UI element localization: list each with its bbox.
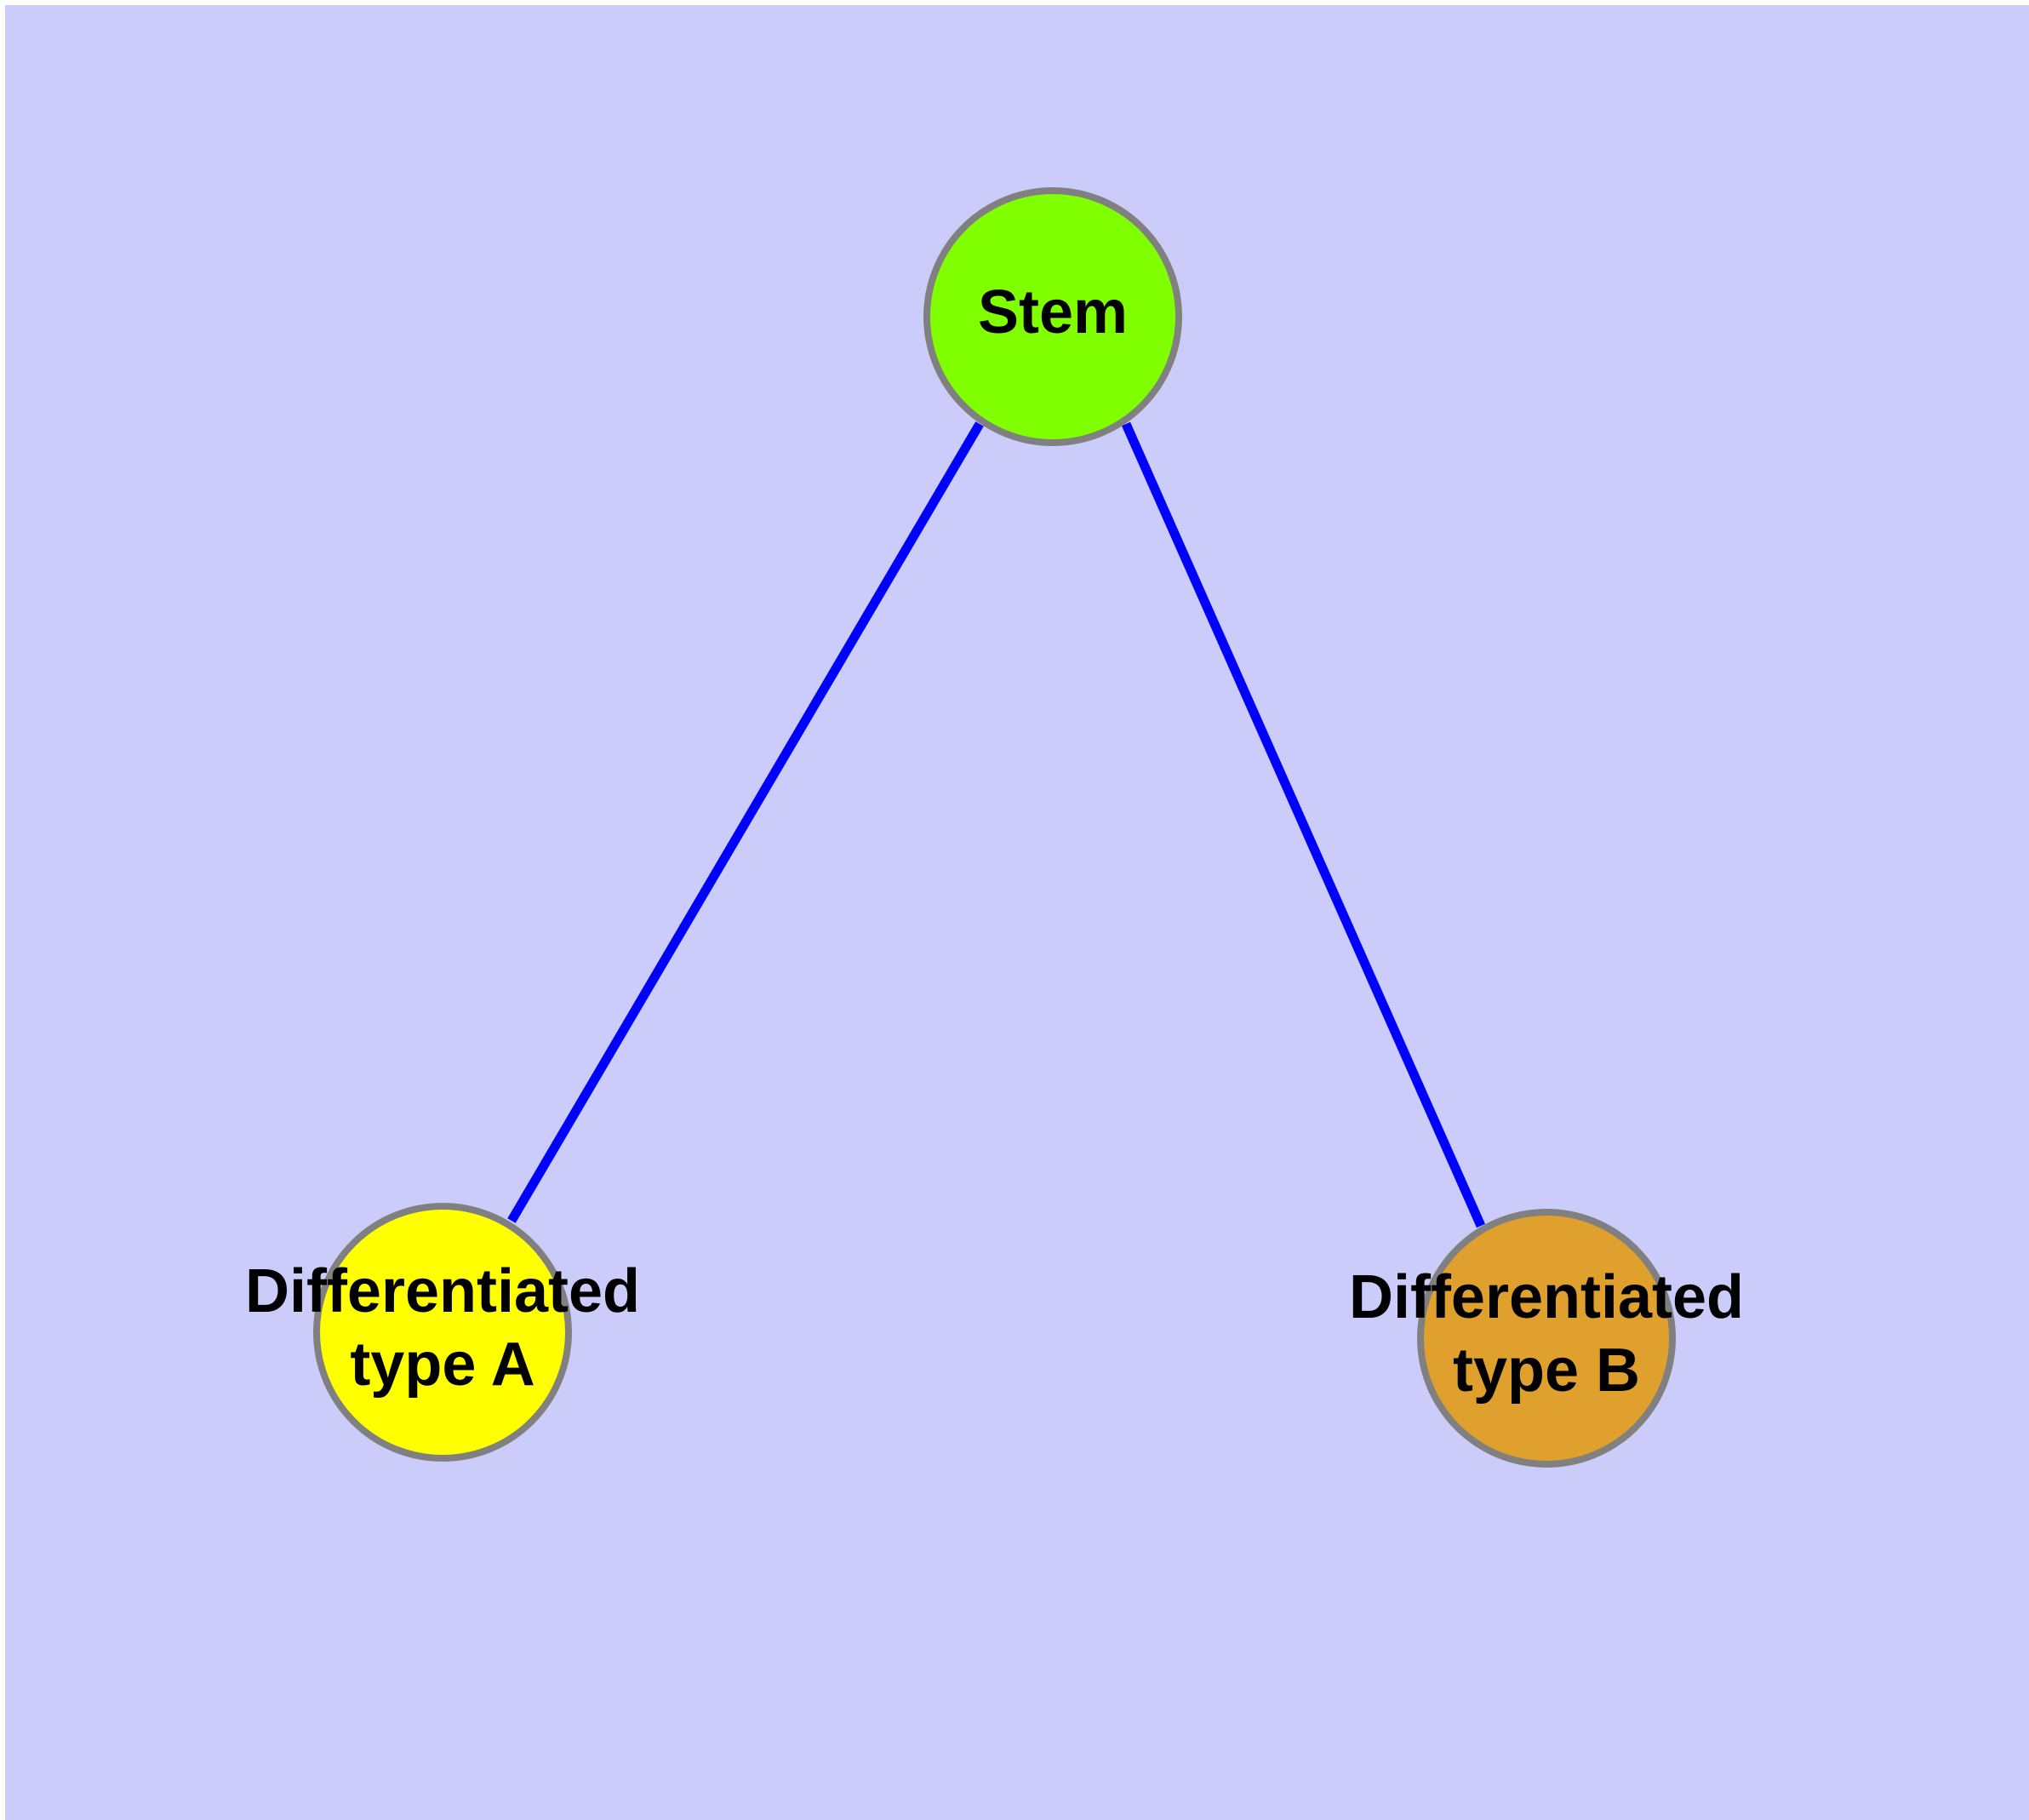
nodes-layer <box>313 187 1676 1468</box>
node-label-line: type B <box>1453 1336 1640 1405</box>
node-stem[interactable] <box>923 187 1182 446</box>
node-label-line: type A <box>350 1331 534 1399</box>
node-label-line: Stem <box>978 278 1128 346</box>
edge-stem-to-differentiated-type-a <box>507 421 984 1223</box>
edges-layer <box>507 421 1486 1228</box>
node-label-line: Differentiated <box>245 1257 640 1325</box>
node-stem-circle[interactable] <box>923 187 1182 446</box>
node-differentiated-type-b-circle[interactable] <box>1417 1209 1676 1468</box>
node-label-line: Differentiated <box>1349 1263 1744 1331</box>
node-stem-label: Stem <box>978 278 1128 346</box>
node-differentiated-type-a-circle[interactable] <box>313 1203 572 1462</box>
node-differentiated-type-a[interactable] <box>313 1203 572 1462</box>
edge-stem-to-differentiated-type-b <box>1121 421 1486 1228</box>
node-differentiated-type-b[interactable] <box>1417 1209 1676 1468</box>
